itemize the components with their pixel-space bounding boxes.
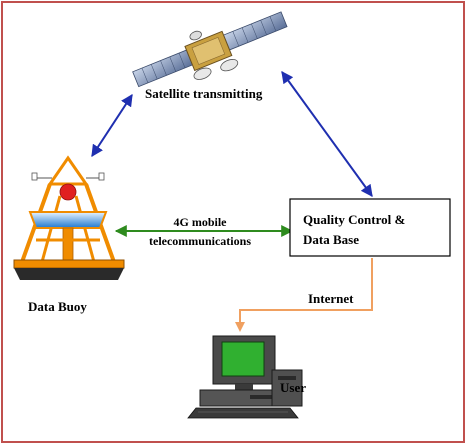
qc-label-line1: Quality Control & — [303, 212, 405, 227]
computer-icon — [187, 335, 303, 419]
satellite-label: Satellite transmitting — [145, 86, 263, 101]
satellite-icon — [132, 11, 288, 88]
mobile-link-label-line1: 4G mobile — [174, 215, 228, 229]
quality-control-box — [289, 198, 451, 257]
data-buoy-icon — [13, 155, 125, 280]
internet-label: Internet — [308, 291, 354, 306]
user-label: User — [280, 380, 306, 395]
mobile-link-label-line2: telecommunications — [149, 234, 251, 248]
internet-link-arrow — [235, 258, 373, 332]
satellite-qc-link-arrow — [281, 71, 373, 197]
buoy-label: Data Buoy — [28, 299, 87, 314]
satellite-buoy-link-arrow — [91, 93, 133, 158]
qc-label-line2: Data Base — [303, 232, 359, 247]
